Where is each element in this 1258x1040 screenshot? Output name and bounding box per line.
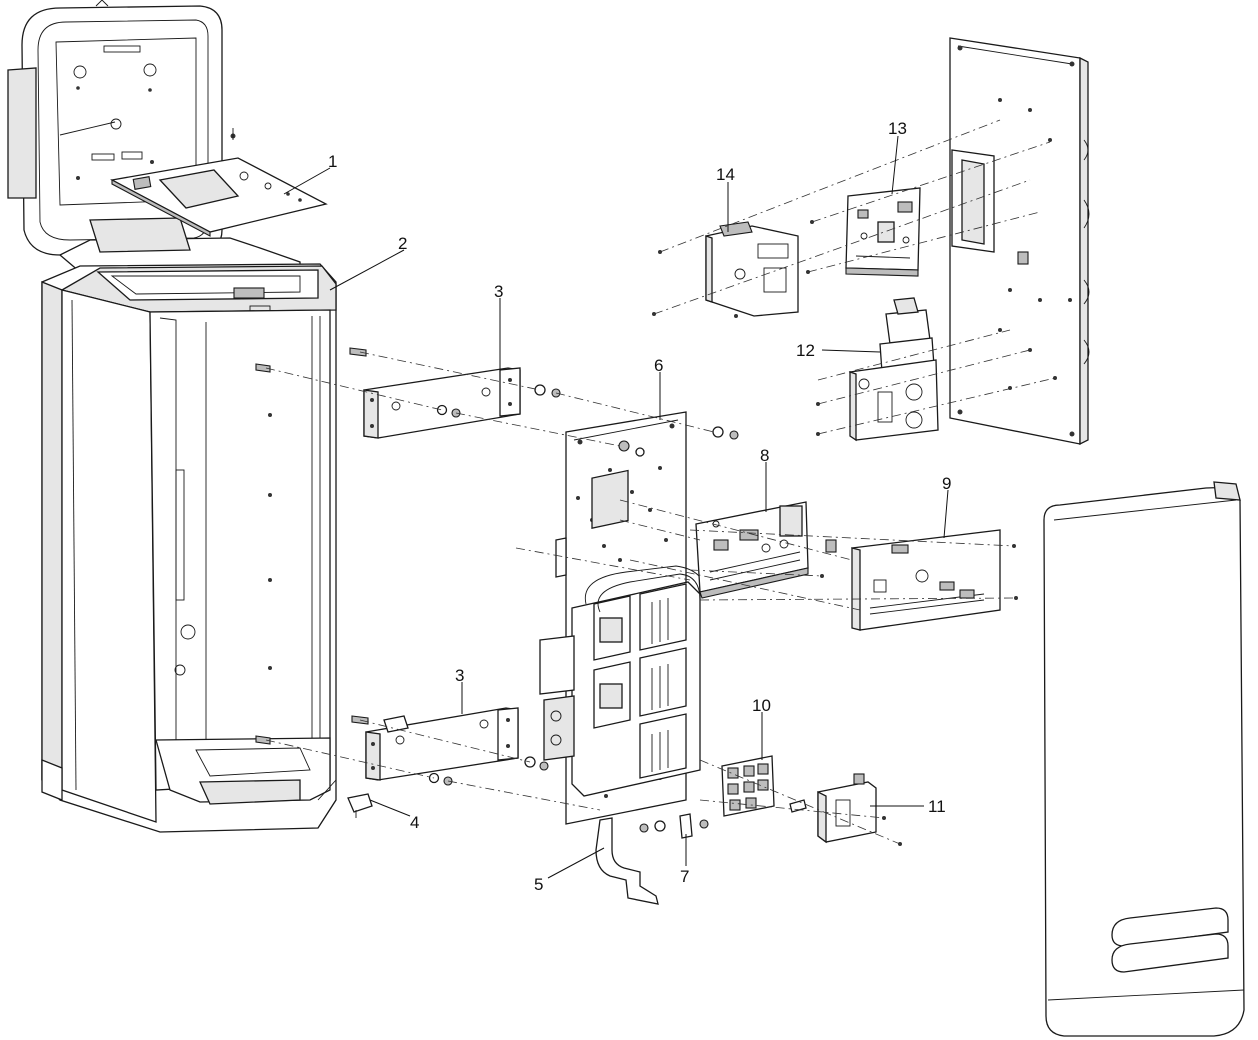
callout-13: 13 [888,119,907,138]
part-6-mounting-plate [539,411,707,825]
assembly-lines [265,119,1056,845]
callout-8: 8 [760,446,769,465]
callout-12: 12 [796,341,815,360]
part-10-terminal-block [721,755,807,817]
part-5-strap [595,817,659,905]
part-7-standoff [639,813,709,839]
part-4-clip [347,793,373,818]
callout-3-upper: 3 [494,282,503,301]
callout-10: 10 [752,696,771,715]
callout-7: 7 [680,867,689,886]
part-1-display-board [110,157,328,237]
callout-3-lower: 3 [455,666,464,685]
callout-2: 2 [398,234,407,253]
part-2-enclosure [7,0,337,833]
callout-5: 5 [534,875,543,894]
rear-mounting-panel [949,37,1090,446]
callout-leaders [283,135,949,879]
part-11-relay-module [817,773,902,846]
part-12-gas-valve [816,297,939,442]
part-8-control-board [695,501,837,599]
part-13-circuit-board [806,187,921,277]
callout-labels: 1 2 3 3 4 5 6 7 8 9 10 11 12 13 14 [328,119,951,894]
callout-6: 6 [654,356,663,375]
part-9-controller [851,529,1018,631]
front-cover [1043,481,1245,1037]
callout-4: 4 [410,813,419,832]
callout-14: 14 [716,165,735,184]
part-14-ignition-module [652,221,799,318]
callout-1: 1 [328,152,337,171]
callout-9: 9 [942,474,951,493]
part-3-lower-bracket [255,707,549,786]
part-3-upper-bracket [255,347,739,440]
callout-11: 11 [928,797,946,816]
